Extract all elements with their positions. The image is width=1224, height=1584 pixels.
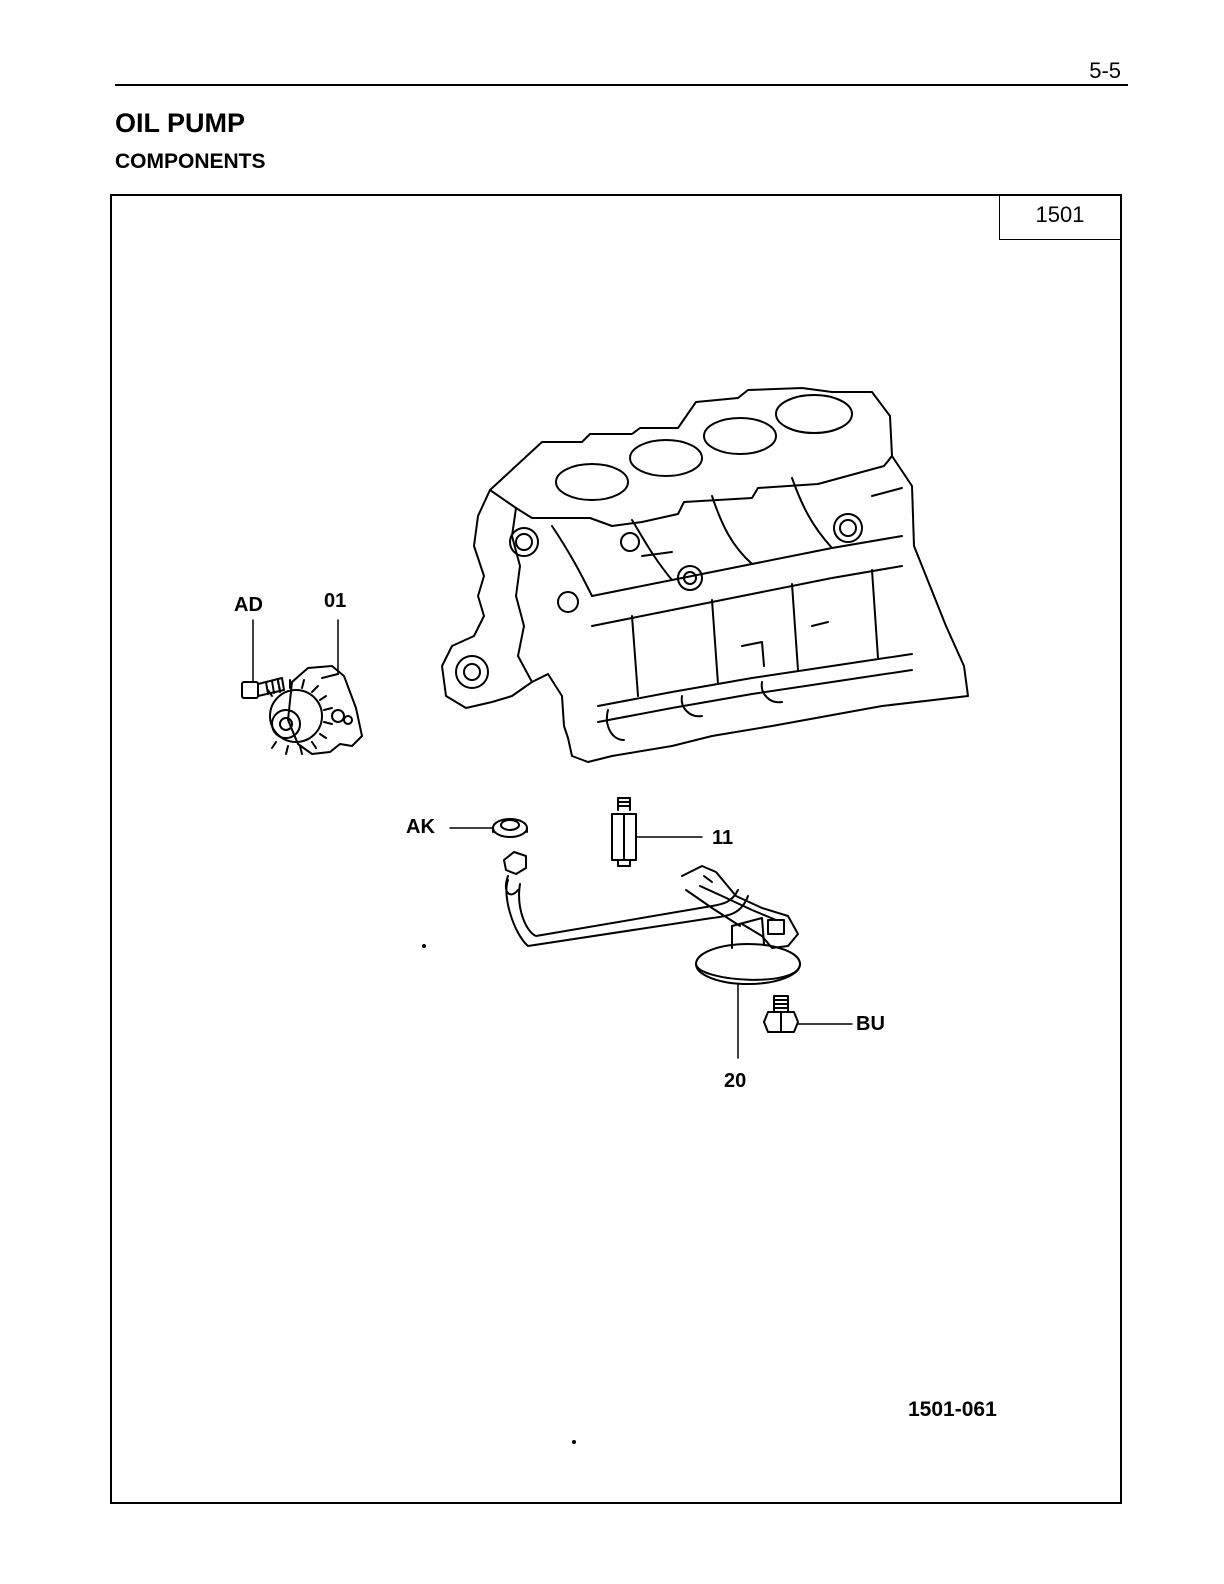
section-subtitle: COMPONENTS <box>115 150 266 174</box>
illustration-id: 1501-061 <box>908 1398 997 1422</box>
callout-11: 11 <box>712 827 733 850</box>
page-number: 5-5 <box>1089 58 1121 84</box>
callout-bu: BU <box>856 1013 885 1036</box>
seal-ring-drawing <box>493 819 527 837</box>
oil-strainer-drawing <box>504 852 800 984</box>
pump-bolt-drawing <box>242 678 284 698</box>
figure-frame: 1501 <box>110 194 1122 1504</box>
stud-drawing <box>612 798 636 866</box>
parts-diagram <box>112 196 1120 1502</box>
strainer-bolt-drawing <box>764 996 798 1032</box>
section-title: OIL PUMP <box>115 108 245 139</box>
header-rule <box>115 84 1128 86</box>
callout-01: 01 <box>324 590 346 613</box>
engine-block-drawing <box>442 388 968 762</box>
callout-ak: AK <box>406 816 435 839</box>
callout-ad: AD <box>234 594 263 617</box>
callout-20: 20 <box>724 1070 746 1093</box>
